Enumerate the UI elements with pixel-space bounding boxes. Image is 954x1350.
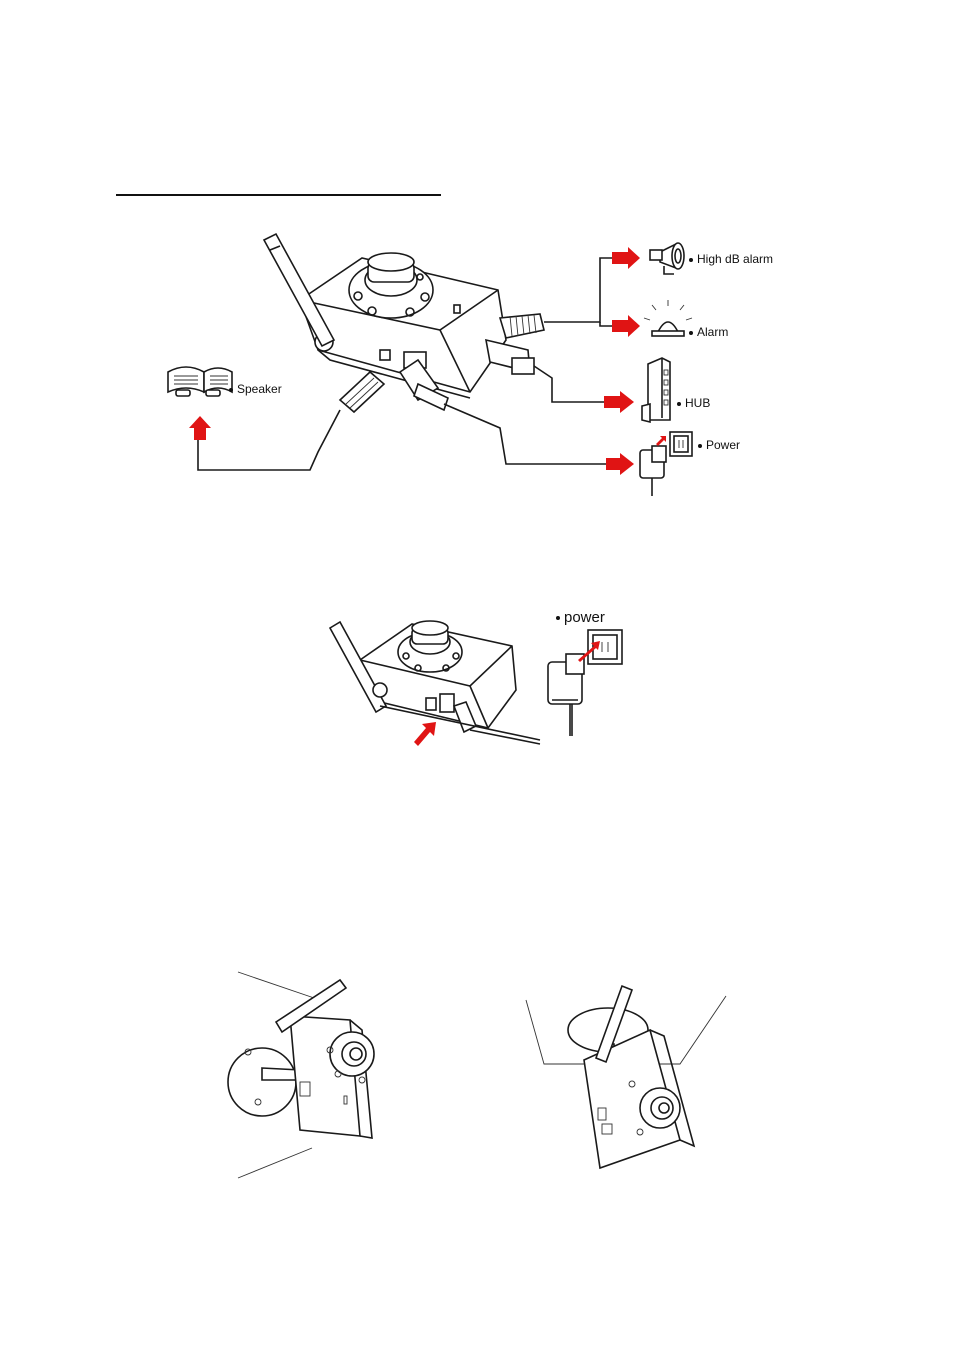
hub-icon (642, 358, 670, 422)
wall-mounted-camera-icon (220, 960, 400, 1190)
label-power: Power (698, 438, 740, 452)
ceiling-mounted-camera-icon (520, 975, 740, 1185)
ip-camera-icon (330, 621, 540, 746)
power-diagram: power (0, 590, 954, 760)
power-diagram-drawing (0, 590, 954, 760)
label-high-db-alarm: High dB alarm (689, 252, 773, 266)
label-alarm: Alarm (689, 325, 728, 339)
power-adapter-icon (548, 654, 584, 736)
connection-diagram-drawing (0, 0, 954, 520)
wall-mount-diagram (220, 960, 400, 1190)
connection-diagram: High dB alarm Alarm HUB Power Speaker (0, 0, 954, 520)
label-speaker: Speaker (229, 382, 282, 396)
label-power-2: power (556, 609, 605, 626)
ip-camera-icon (264, 234, 544, 412)
horn-speaker-icon (650, 243, 684, 274)
power-adapter-icon (640, 432, 692, 496)
speaker-icon (168, 367, 232, 396)
label-hub: HUB (677, 396, 710, 410)
alarm-light-icon (644, 300, 692, 336)
ceiling-mount-diagram (520, 975, 740, 1185)
